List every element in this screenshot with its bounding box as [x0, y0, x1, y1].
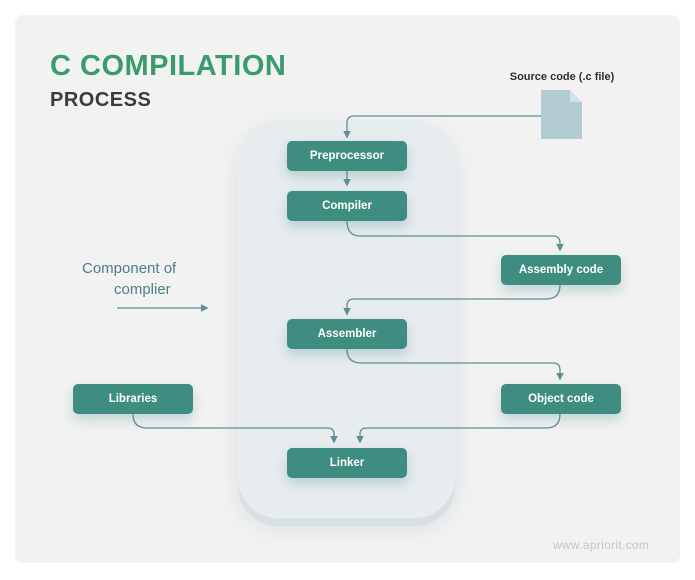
arrow-source-to-preprocessor: [343, 115, 541, 139]
file-icon: [541, 90, 582, 139]
page-title: C COMPILATION: [50, 50, 287, 82]
assembler-node: Assembler: [287, 319, 407, 349]
linker-node: Linker: [287, 448, 407, 478]
component-of-compiler-label: Component of complier: [82, 258, 177, 300]
libraries-node: Libraries: [73, 384, 193, 414]
page-subtitle: PROCESS: [50, 89, 152, 111]
object-code-node: Object code: [501, 384, 621, 414]
preprocessor-node: Preprocessor: [287, 141, 407, 171]
assembly-code-node: Assembly code: [501, 255, 621, 285]
source-code-label: Source code (.c file): [509, 71, 615, 83]
component-label-line-1: Component of: [82, 260, 177, 277]
component-label-line-2: complier: [114, 281, 171, 298]
arrow-compiler-to-assembly-code: [346, 220, 564, 252]
compiler-node: Compiler: [287, 191, 407, 221]
arrow-assembler-to-object-code: [346, 348, 564, 381]
arrow-object-code-to-linker: [356, 413, 561, 444]
watermark: www.apriorit.com: [553, 538, 650, 552]
arrow-libraries-to-linker: [132, 413, 338, 444]
arrow-assembly-code-to-assembler: [343, 284, 561, 316]
